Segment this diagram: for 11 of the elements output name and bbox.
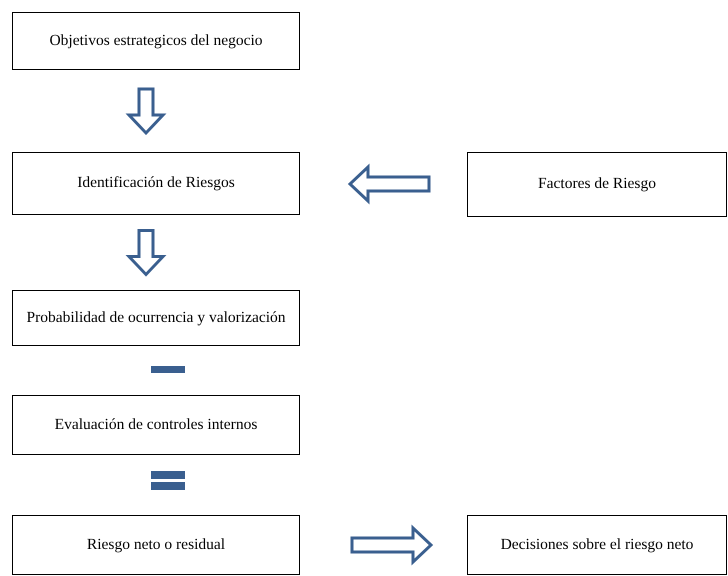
process-box: Identificación de Riesgos — [12, 152, 300, 215]
process-box: Riesgo neto o residual — [12, 515, 300, 575]
process-box: Probabilidad de ocurrencia y valorización — [12, 290, 300, 346]
process-box: Factores de Riesgo — [467, 152, 727, 217]
process-box: Objetivos estrategicos del negocio — [12, 12, 300, 70]
process-box: Decisiones sobre el riesgo neto — [467, 515, 727, 575]
block-arrow — [348, 164, 430, 204]
block-arrow — [126, 88, 166, 136]
process-box: Evaluación de controles internos — [12, 395, 300, 455]
block-arrow — [126, 229, 166, 277]
block-arrow — [350, 524, 434, 566]
